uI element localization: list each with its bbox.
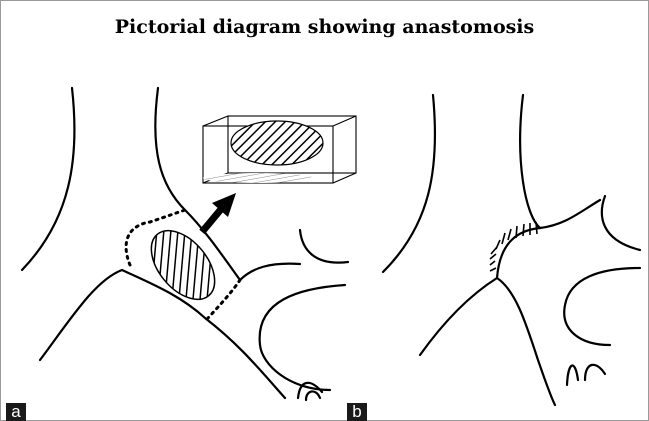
panel-a-right-branch-lower — [260, 285, 345, 390]
inset-3d-box — [203, 116, 356, 183]
panel-b-lower-vessel-wall — [420, 278, 555, 405]
inset-floor-hatch — [203, 173, 313, 183]
panel-b-right-branch-upper — [602, 196, 640, 250]
arrow-shaft — [202, 208, 222, 232]
panel-b-small-branch-2 — [585, 365, 605, 380]
panel-a-left-vessel-wall — [22, 88, 74, 270]
panel-a-small-branch-2 — [306, 391, 320, 400]
panel-b-left-vessel-wall — [383, 95, 435, 272]
panel-a-diagram — [22, 88, 356, 400]
panel-b-upper-vessel-wall — [520, 95, 600, 228]
panel-b-right-branch-lower — [564, 268, 640, 345]
panel-b-small-branch — [567, 365, 578, 385]
panel-b-diagram — [383, 95, 640, 405]
panel-a-lower-vessel-wall — [40, 270, 285, 398]
panel-b-sutured-anastomosis — [497, 228, 540, 278]
panel-b-label: b — [347, 403, 367, 421]
panel-a-right-branch-upper — [300, 230, 348, 263]
suture-marks — [490, 222, 537, 271]
anastomosis-site-hatched-oval — [139, 219, 227, 311]
inset-hatched-oval — [231, 121, 323, 165]
panel-a-label: a — [6, 403, 26, 421]
